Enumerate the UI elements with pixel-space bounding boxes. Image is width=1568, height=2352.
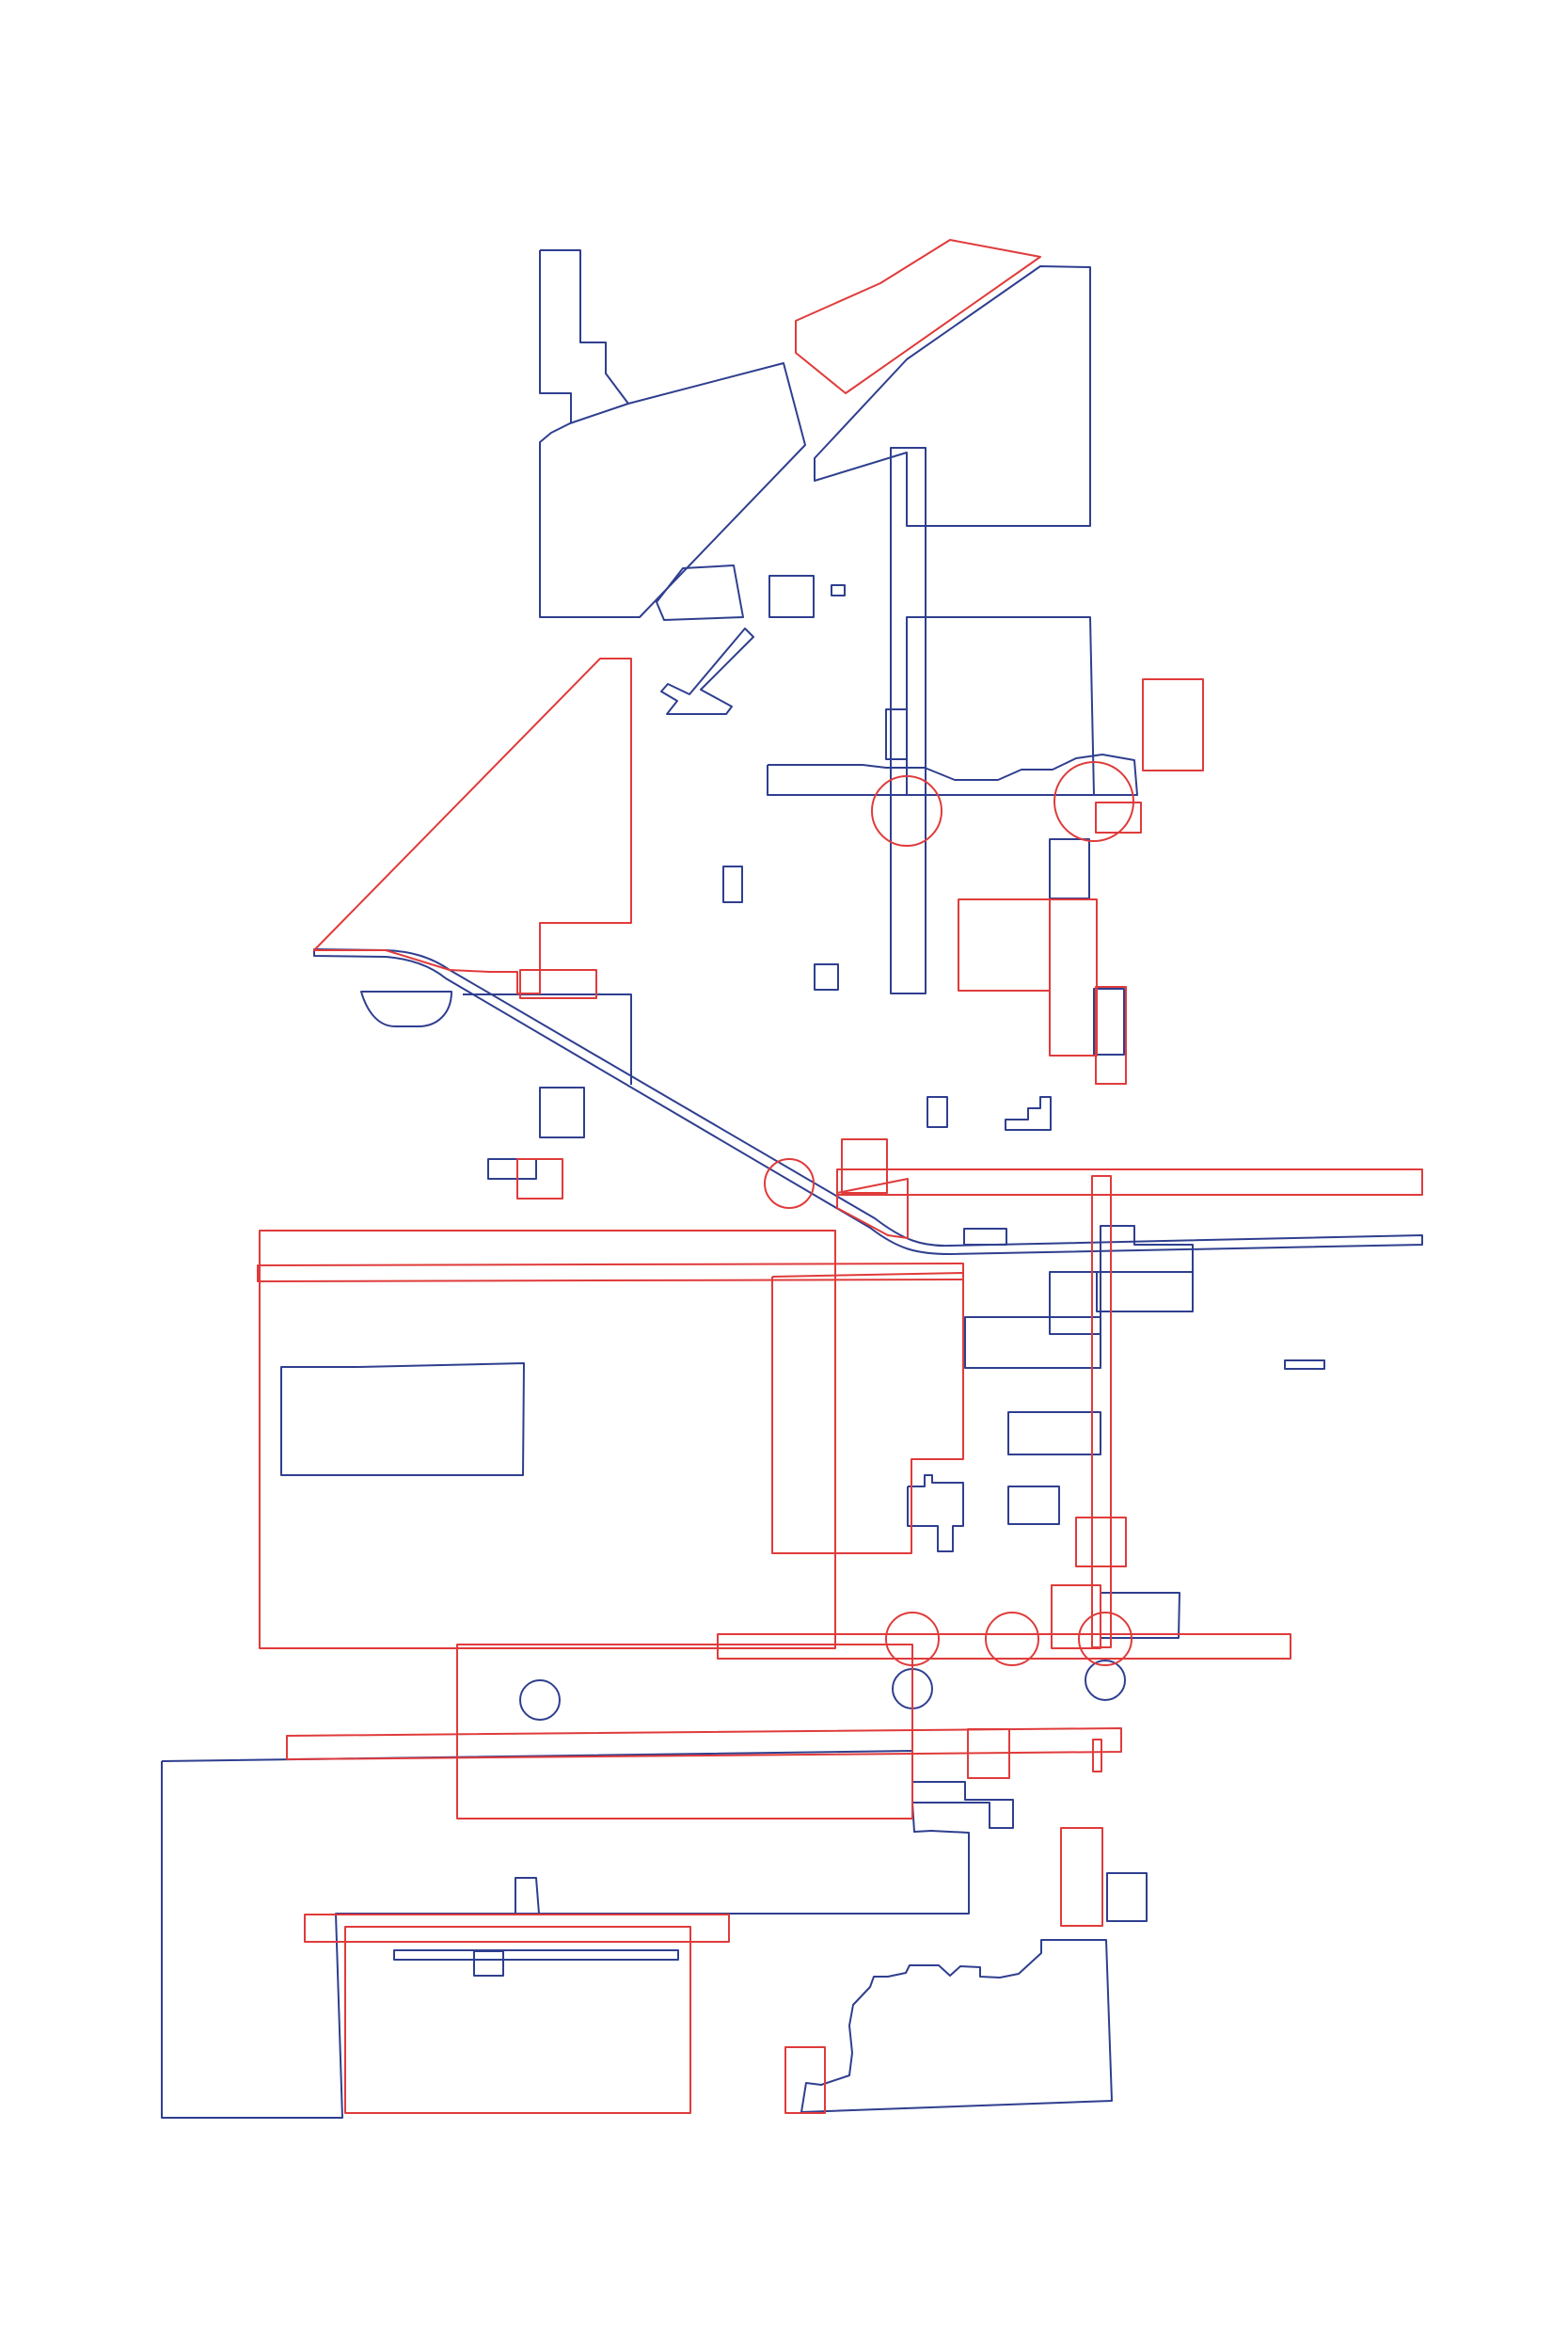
- blue-step-shape: [907, 1474, 964, 1552]
- blue-square-e: [539, 1087, 585, 1138]
- blue-notch-rect: [885, 708, 908, 760]
- blue-notched-tower: [540, 249, 629, 405]
- red-circle-f: [1078, 1612, 1132, 1666]
- red-small-rect-g: [516, 1158, 563, 1200]
- blue-arrow-shape: [660, 628, 754, 715]
- blue-small-rect-d: [927, 1096, 948, 1128]
- red-rect-f: [1095, 986, 1127, 1085]
- red-circle-e: [985, 1612, 1039, 1666]
- red-small-rect-c: [1095, 802, 1142, 834]
- red-south-bar-b: [304, 1914, 730, 1943]
- blue-east-rect-b: [1093, 988, 1125, 1056]
- red-south-rect: [344, 1926, 691, 2114]
- red-small-rect-o: [784, 2046, 826, 2114]
- blue-west-rect: [280, 1362, 525, 1476]
- red-rect-j: [1075, 1517, 1127, 1567]
- blue-diagonal-road-upper: [313, 948, 1423, 1255]
- red-rect-k: [1051, 1584, 1101, 1649]
- red-west-triangle: [313, 658, 632, 994]
- blue-east-block: [906, 616, 1095, 796]
- blue-rect-i: [1096, 1271, 1194, 1312]
- blue-rect-m: [1007, 1411, 1101, 1455]
- blue-east-rect-a: [1049, 838, 1090, 899]
- red-rect-n: [1060, 1827, 1103, 1927]
- red-south-bar: [286, 1727, 1122, 1760]
- blue-half-disc: [360, 991, 452, 1027]
- red-center-block: [771, 1272, 964, 1554]
- red-long-bar-b: [717, 1633, 1291, 1660]
- blue-vertical-strip: [890, 447, 927, 994]
- blue-tiny-rect-l: [1284, 1359, 1325, 1370]
- blue-notched-tower-base: [539, 250, 572, 423]
- blue-small-pier: [515, 1877, 540, 1915]
- blue-square-q: [473, 1950, 504, 1977]
- blue-rect-n: [1007, 1486, 1060, 1525]
- blue-south-building: [161, 1750, 1014, 2119]
- red-east-rect-b: [1142, 678, 1204, 771]
- blue-thin-bar: [393, 1949, 679, 1961]
- red-outline-layer: [257, 239, 1423, 2114]
- blue-tiny-square: [831, 584, 846, 596]
- red-circle-a: [871, 775, 942, 847]
- blue-rect-k: [964, 1316, 1101, 1369]
- red-tiny-rect-m: [1092, 1739, 1102, 1772]
- blue-west-block: [539, 362, 806, 618]
- blue-square-f: [487, 1158, 537, 1180]
- blue-small-square-c: [814, 963, 839, 991]
- red-mid-rect: [456, 1644, 913, 1820]
- red-rect-a: [519, 969, 597, 999]
- blue-small-trapezoid: [656, 564, 744, 621]
- blue-outline-layer: [161, 249, 1423, 2119]
- blue-circle-c: [1085, 1660, 1126, 1701]
- blue-circle-a: [519, 1679, 561, 1721]
- blue-square-a: [768, 575, 815, 618]
- blue-northeast-block: [814, 265, 1091, 527]
- blue-stair-shape: [1005, 1096, 1052, 1131]
- blue-small-rect-g: [963, 1228, 1007, 1246]
- blue-rect-j: [1049, 1271, 1101, 1335]
- blue-rect-o: [1100, 1592, 1180, 1639]
- red-big-west-rect: [259, 1230, 836, 1649]
- red-rect-d: [958, 898, 1051, 992]
- blue-southeast-irregular: [800, 1939, 1113, 2113]
- red-circle-c: [764, 1158, 815, 1209]
- blue-road-wedge: [463, 993, 632, 1085]
- red-rect-h: [841, 1138, 888, 1194]
- red-top-bar: [257, 1263, 964, 1282]
- red-north-wedge: [795, 239, 1041, 394]
- red-rect-e: [1049, 898, 1098, 1057]
- red-small-rect-l: [967, 1728, 1010, 1779]
- blue-small-rect-b: [722, 866, 743, 903]
- red-rect-i: [836, 1178, 909, 1239]
- red-long-bar: [836, 1168, 1423, 1196]
- blue-rect-p: [1106, 1872, 1148, 1922]
- blue-horizontal-street: [767, 754, 1138, 796]
